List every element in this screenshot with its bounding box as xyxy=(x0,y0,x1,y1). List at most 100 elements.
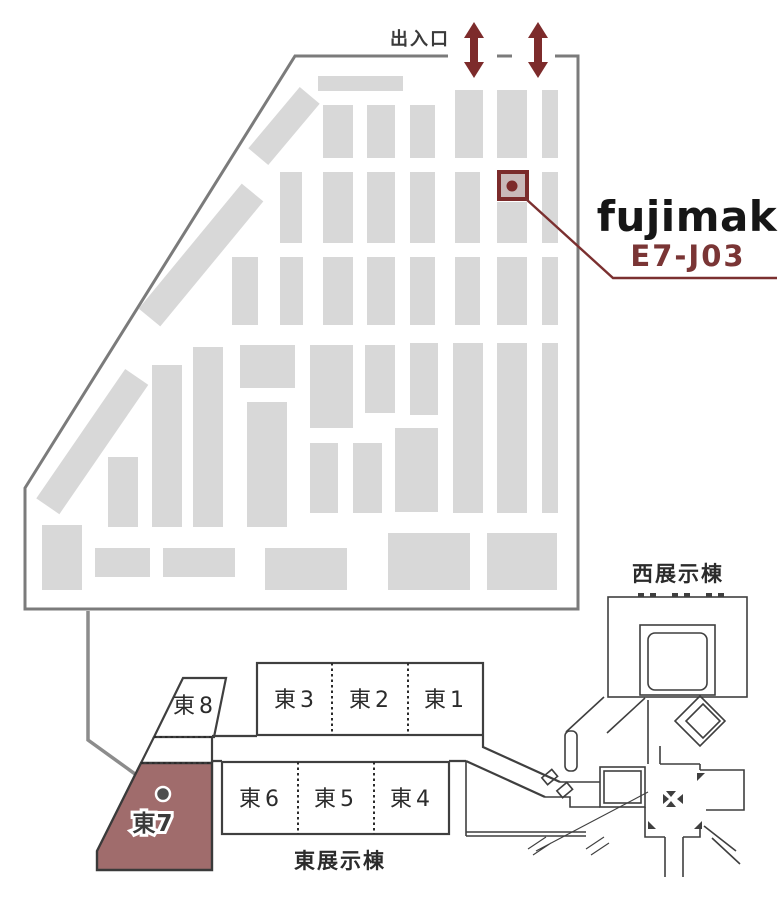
map-path xyxy=(540,768,559,786)
booth-block xyxy=(497,257,527,325)
brand-logo-text: fujimak xyxy=(597,192,778,241)
booth-block xyxy=(367,172,395,243)
entrance-arrow-icon xyxy=(464,22,484,78)
site-map-east xyxy=(95,661,561,872)
map-path xyxy=(555,781,574,799)
hall7-shape xyxy=(95,761,214,872)
booth-block xyxy=(36,368,149,515)
hall-label-east6: 東6 xyxy=(239,787,283,812)
booth-block xyxy=(310,345,353,428)
hall-label-east3: 東3 xyxy=(274,688,318,713)
map-tick xyxy=(638,593,644,597)
entrance-arrows xyxy=(464,22,548,78)
hall-label-east1: 東1 xyxy=(424,688,468,713)
map-path xyxy=(564,730,578,772)
booth-block xyxy=(280,172,302,243)
main-hall-outline xyxy=(23,54,580,611)
corridor-outline xyxy=(212,734,561,799)
booth-block xyxy=(108,457,138,527)
booth-block xyxy=(240,345,295,388)
booth-block xyxy=(453,343,483,513)
booth-block xyxy=(247,402,287,527)
booth-block xyxy=(265,548,347,590)
entrance-arrow-icon xyxy=(528,22,548,78)
booth-block xyxy=(497,343,527,513)
booth-block xyxy=(542,343,558,513)
hall7-connector-dot xyxy=(154,785,172,803)
booth-block xyxy=(138,183,264,327)
booth-block xyxy=(367,105,395,158)
booth-block xyxy=(542,257,558,325)
booth-block xyxy=(95,548,150,577)
booth-block xyxy=(193,347,223,527)
east-building-label: 東展示棟 xyxy=(294,849,386,873)
booth-block xyxy=(367,257,395,325)
map-path xyxy=(465,761,586,837)
west-building-label: 西展示棟 xyxy=(632,562,724,586)
booth-block xyxy=(232,257,258,325)
booth-block xyxy=(410,257,435,325)
plaza-corner-triangle xyxy=(694,821,702,829)
booth-block xyxy=(323,172,353,243)
map-path xyxy=(703,825,741,865)
booth-block xyxy=(280,257,303,325)
booth-block xyxy=(410,172,435,243)
plaza-corner-triangle xyxy=(648,821,656,829)
map-path xyxy=(565,696,646,734)
booth-block xyxy=(318,76,403,91)
booth-diagonal-strips xyxy=(36,87,320,515)
booth-block xyxy=(365,345,395,413)
booth-leader-line xyxy=(525,198,777,280)
booth-block xyxy=(323,257,353,325)
hall8-hall7-band-left-edge xyxy=(140,736,155,764)
booth-marker-dot xyxy=(506,180,518,192)
booth-block xyxy=(323,105,353,158)
booth-block xyxy=(497,90,527,158)
hall-label-east8: 東8 xyxy=(173,694,217,719)
map-path xyxy=(644,807,701,877)
conference-diamond xyxy=(673,694,727,748)
booth-block xyxy=(455,257,480,325)
hall-label-east5: 東5 xyxy=(314,787,358,812)
west-hall-inner xyxy=(639,624,716,696)
booth-block xyxy=(455,90,483,158)
booth-block xyxy=(353,443,382,513)
booth-block xyxy=(163,548,235,577)
map-tick xyxy=(684,593,690,597)
plaza-cross-icon xyxy=(663,791,683,807)
booth-block xyxy=(310,443,338,513)
west-hall-outer xyxy=(607,596,748,698)
booth-code: E7-J03 xyxy=(630,239,745,273)
entrance-label: 出入口 xyxy=(390,28,450,50)
map-building xyxy=(599,766,646,808)
plaza-corner-triangle xyxy=(697,773,705,781)
east-top-row-box xyxy=(255,661,485,737)
map-path xyxy=(647,700,701,770)
site-map-west-complex xyxy=(465,593,748,877)
map-tick xyxy=(706,593,712,597)
map-path xyxy=(527,791,649,856)
booth-marker xyxy=(497,170,777,280)
booth-block xyxy=(542,90,558,158)
booth-block xyxy=(248,87,320,165)
map-tick xyxy=(718,593,724,597)
map-building xyxy=(603,770,642,804)
booth-block xyxy=(542,172,558,243)
booth-block xyxy=(487,533,557,590)
east-bottom-row-box xyxy=(220,760,451,836)
map-path xyxy=(700,769,745,811)
booth-block xyxy=(410,105,435,158)
booth-block xyxy=(410,343,438,415)
hall-label-east4: 東4 xyxy=(390,787,434,812)
west-hall-atrium xyxy=(647,632,708,691)
map-tick xyxy=(650,593,656,597)
booth-block xyxy=(388,533,470,590)
booth-block xyxy=(395,428,438,512)
map-tick xyxy=(672,593,678,597)
booth-block xyxy=(455,172,480,243)
booth-block xyxy=(42,525,82,590)
booth-blocks xyxy=(42,76,558,590)
map-path xyxy=(545,781,600,808)
